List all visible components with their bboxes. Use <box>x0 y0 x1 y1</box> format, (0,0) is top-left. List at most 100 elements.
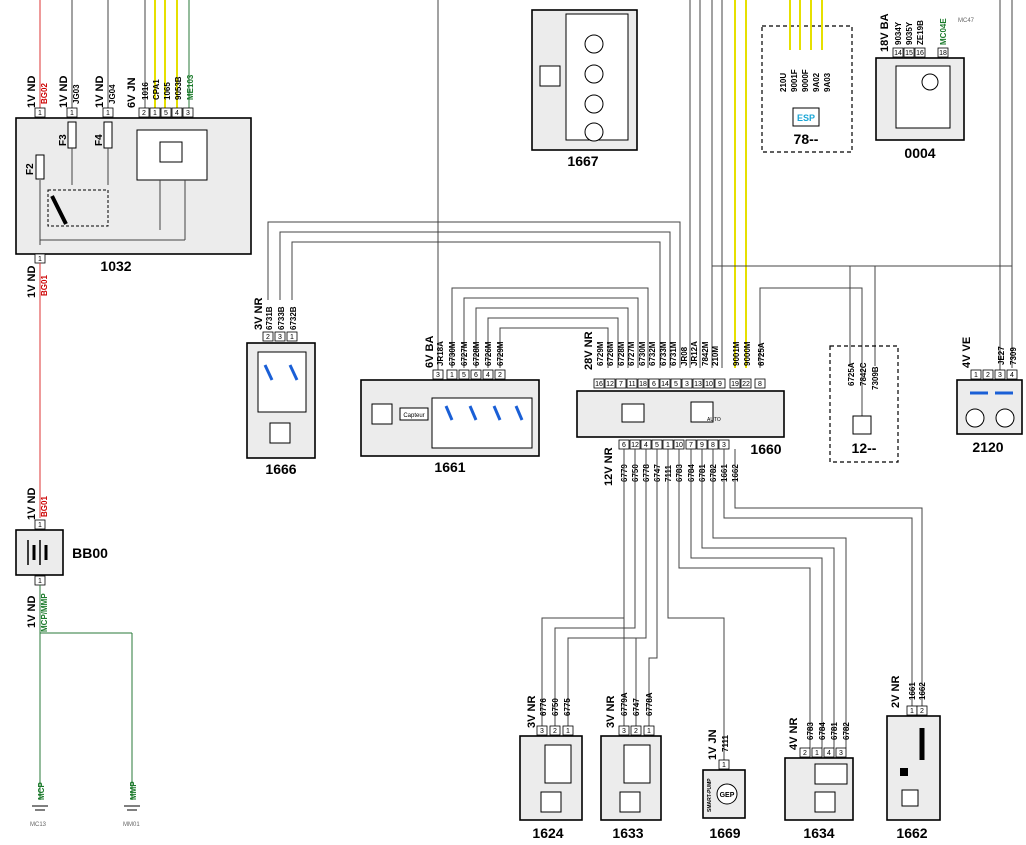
pin-1660-b4: 5 <box>655 442 659 449</box>
pin-1661-b: 1 <box>450 372 454 379</box>
svg-text:2: 2 <box>920 708 924 715</box>
conn-2120: 4V VE <box>961 337 973 368</box>
wire-je27: JE27 <box>997 346 1006 365</box>
component-id-1633: 1633 <box>612 825 643 841</box>
component-1634: 4V NR 6783 6784 6781 6782 2 1 4 3 1634 <box>784 718 854 841</box>
conn-1661: 6V BA <box>424 336 436 368</box>
wire-m6778a: 6778A <box>645 692 654 716</box>
wire-t6731m: 6731M <box>669 341 678 366</box>
pin-1660-t10: 13 <box>694 381 702 388</box>
wire-l6776: 6776 <box>539 698 548 716</box>
conn-1032-a: 1V ND <box>26 76 38 108</box>
gep-label: GEP <box>720 792 735 799</box>
pin-1660-b9: 8 <box>711 442 715 449</box>
wire-1065: 1065 <box>163 82 172 100</box>
svg-text:1: 1 <box>566 728 570 735</box>
wire-m6747: 6747 <box>632 698 641 716</box>
conn-1624: 3V NR <box>526 696 538 728</box>
svg-text:2: 2 <box>553 728 557 735</box>
wire-d7842c: 7842C <box>859 362 868 386</box>
bottom-harness <box>541 449 923 760</box>
wire-jr18a: JR18A <box>436 341 445 366</box>
pin-1660-b8: 9 <box>700 442 704 449</box>
fuse-f3: F3 <box>58 134 69 146</box>
wire-6733b: 6733B <box>277 306 286 330</box>
conn-bb00-bottom: 1V ND <box>26 596 38 628</box>
svg-text:1: 1 <box>106 110 110 117</box>
component-1624: 3V NR 6776 6750 6775 3 2 1 1624 <box>519 696 583 841</box>
wire-bg01-top: BG01 <box>40 275 49 296</box>
pin-1660-t15: 8 <box>758 381 762 388</box>
conn-1660-top: 28V NR <box>583 331 595 370</box>
component-78: 210U 9001F 9000F 9A02 9A03 ESP 78-- <box>761 0 853 153</box>
svg-text:3: 3 <box>622 728 626 735</box>
conn-1633: 3V NR <box>605 696 617 728</box>
wire-t6730m: 6730M <box>638 341 647 366</box>
svg-text:2: 2 <box>803 750 807 757</box>
pin-1660-t12: 9 <box>718 381 722 388</box>
wire-mcp-mmp: MCP/MMP <box>40 593 49 632</box>
pin-2120-c: 3 <box>998 372 1002 379</box>
top-wires <box>689 0 1013 368</box>
component-1662: 2V NR 1661 1662 1 2 1662 <box>886 676 941 841</box>
conn-1032-d: 6V JN <box>126 77 138 108</box>
component-2120: 4V VE JE27 7309 1 2 3 4 2120 <box>956 337 1023 455</box>
wire-t6732m: 6732M <box>648 341 657 366</box>
svg-text:3: 3 <box>540 728 544 735</box>
pin-1661-c: 5 <box>462 372 466 379</box>
fuse-f4: F4 <box>94 134 105 146</box>
wire-d6725a: 6725A <box>847 362 856 386</box>
component-id-1667: 1667 <box>567 153 598 169</box>
wire-210m: 210M <box>711 346 720 366</box>
wire-l6750: 6750 <box>551 698 560 716</box>
wire-9000m: 9000M <box>743 341 752 366</box>
wire-mmp: MMP <box>129 781 138 800</box>
component-1032: 1V ND BG02 1V ND JG03 1V ND JG04 6V JN 1… <box>15 0 252 274</box>
wire-me103: ME103 <box>186 74 195 100</box>
component-0004: 18V BA 9034Y 9035Y ZE19B MC04E MC47 14 1… <box>875 13 975 161</box>
wire-bg01-segment: 1V ND BG01 <box>26 263 49 518</box>
svg-text:1: 1 <box>38 110 42 117</box>
pin-1660-t4: 11 <box>628 381 635 388</box>
wire-6732b: 6732B <box>289 306 298 330</box>
wire-p6781: 6781 <box>830 722 839 740</box>
wire-9001m: 9001M <box>732 341 741 366</box>
wire-6731b: 6731B <box>265 306 274 330</box>
wire-mc04e: MC04E <box>939 18 948 45</box>
pin-1660-t6: 6 <box>652 381 656 388</box>
pin-1660-t14: 22 <box>742 381 750 388</box>
wire-6730m: 6730M <box>448 341 457 366</box>
wire-jg04: JG04 <box>108 84 117 104</box>
component-id-1032: 1032 <box>100 258 131 274</box>
pin-1032-3: 5 <box>164 110 168 117</box>
svg-text:3: 3 <box>839 750 843 757</box>
component-id-1634: 1634 <box>803 825 834 841</box>
pin-1660-t11: 10 <box>705 381 713 388</box>
component-12: 6725A 7842C 7309B 12-- <box>829 345 899 463</box>
component-bb00: 1V ND BG01 1 BB00 1 1V ND MCP/MMP MCP MM… <box>15 488 140 828</box>
wire-jr12a: JR12A <box>690 341 699 366</box>
wire-l6775: 6775 <box>563 698 572 716</box>
conn-1032-bottom: 1V ND <box>26 266 38 298</box>
wire-6729m: 6729M <box>496 341 505 366</box>
smart-pump-label: SMART-PUMP <box>707 778 713 812</box>
wire-7309: 7309 <box>1009 347 1018 365</box>
pin-0004-a: 14 <box>894 50 902 57</box>
wire-9035y: 9035Y <box>905 21 914 45</box>
pin-1032-5: 3 <box>186 110 190 117</box>
component-1633: 3V NR 6779A 6747 6778A 3 2 1 1633 <box>600 692 662 841</box>
pin-1660-t3: 7 <box>619 381 623 388</box>
svg-text:1: 1 <box>722 762 726 769</box>
wire-210u: 210U <box>779 73 788 92</box>
component-id-12: 12-- <box>852 440 877 456</box>
conn-1032-c: 1V ND <box>94 76 106 108</box>
svg-text:1: 1 <box>38 578 42 585</box>
ground-mc47: MC47 <box>958 18 975 24</box>
pin-1666-c: 1 <box>290 334 294 341</box>
component-id-1662: 1662 <box>896 825 927 841</box>
pin-2120-a: 1 <box>974 372 978 379</box>
svg-text:1: 1 <box>815 750 819 757</box>
pin-1660-t13: 19 <box>731 381 739 388</box>
pin-1660-t7: 14 <box>661 381 669 388</box>
